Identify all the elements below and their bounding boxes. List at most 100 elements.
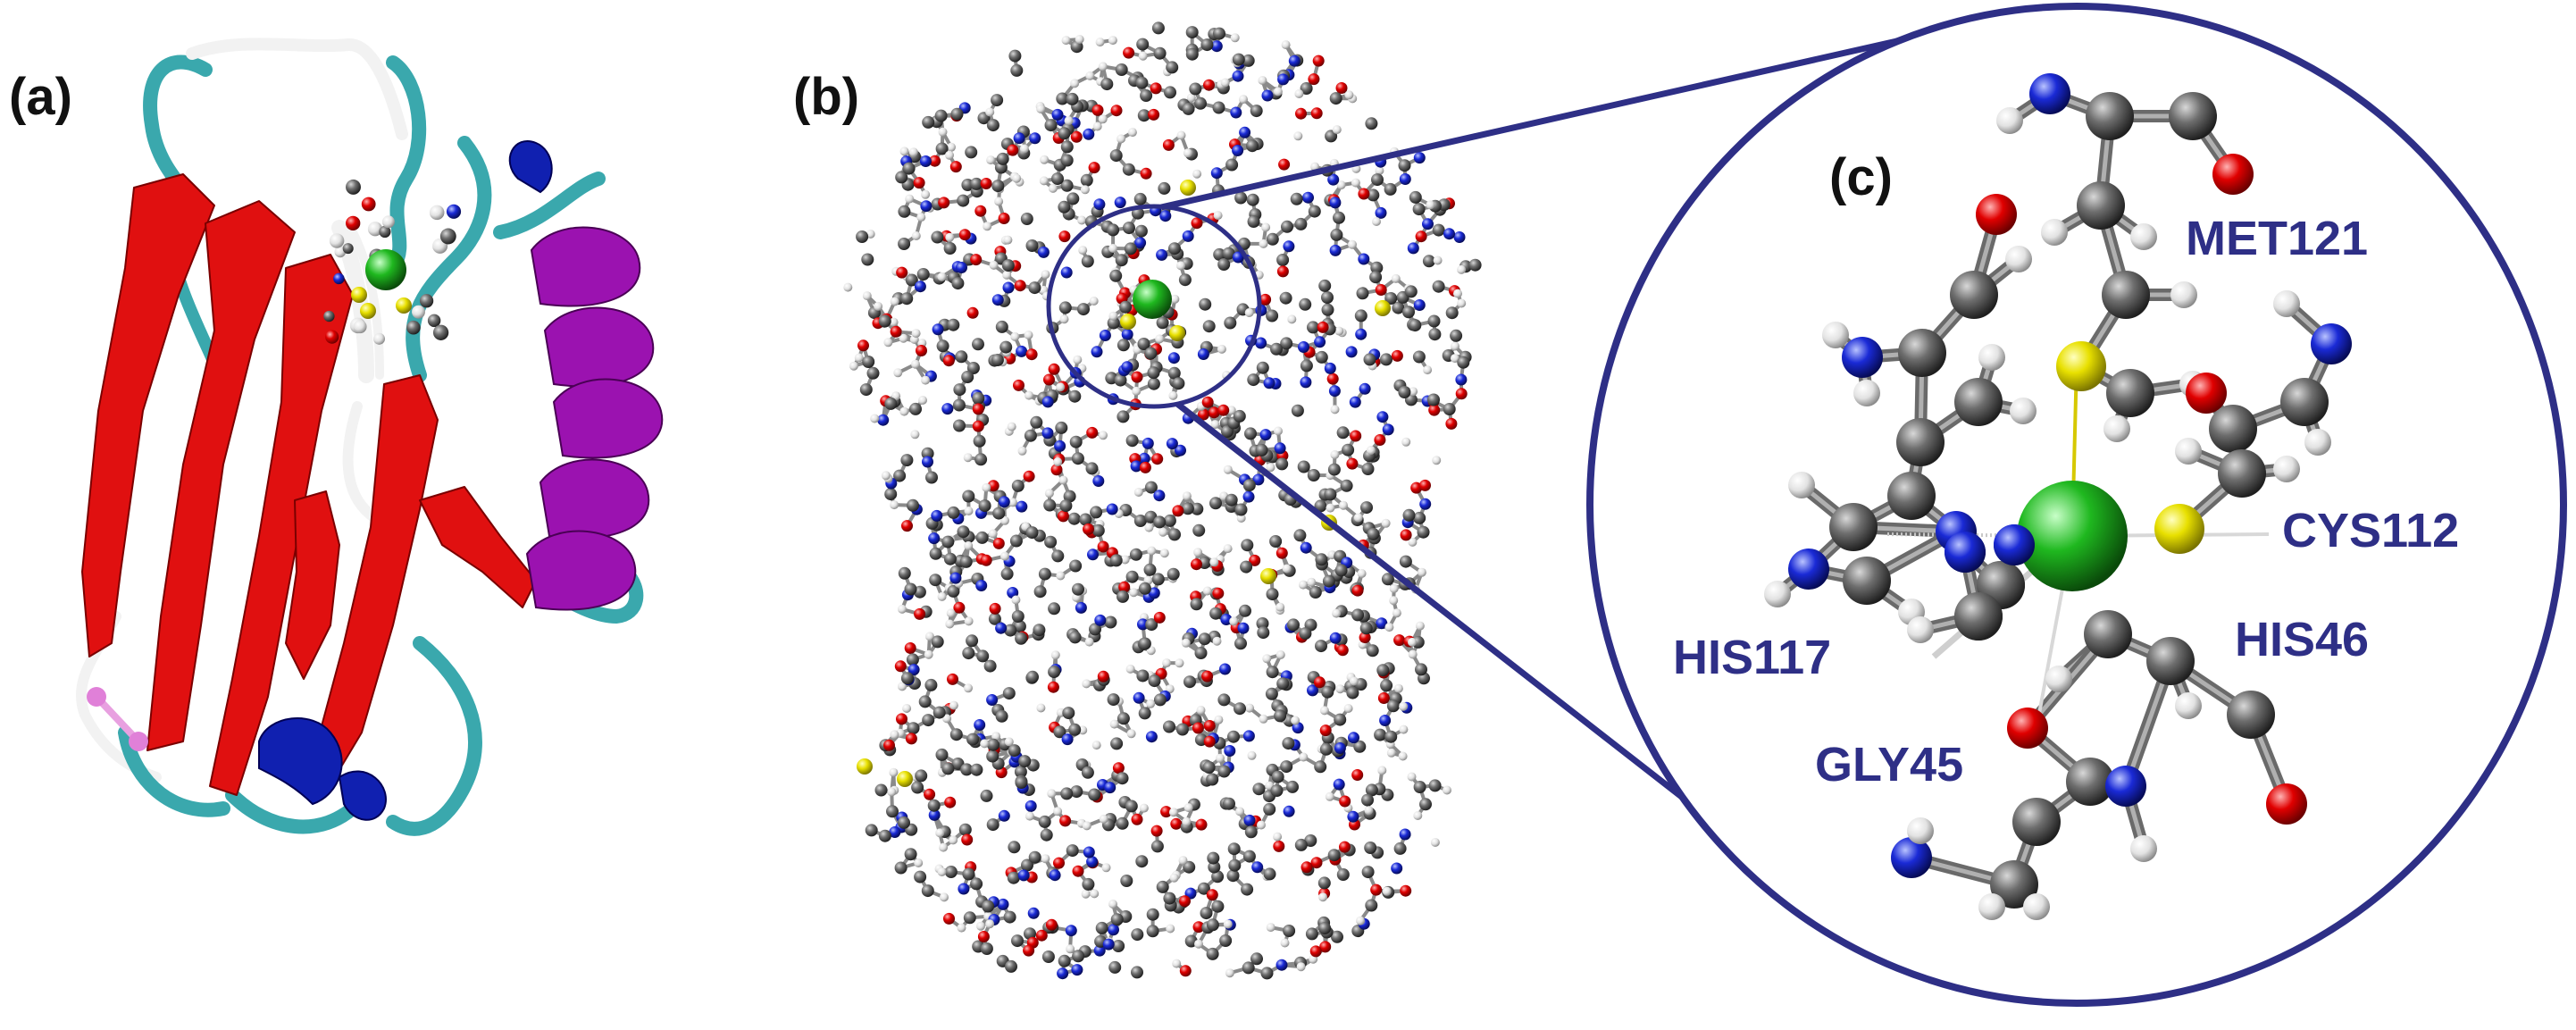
atom (1312, 54, 1325, 67)
residue-label-his46: HIS46 (2235, 613, 2369, 666)
atom (1002, 687, 1016, 700)
atom (1282, 564, 1292, 574)
atom (353, 320, 367, 334)
atom (913, 177, 925, 189)
atom (1455, 388, 1468, 400)
atom (1109, 269, 1123, 282)
atom (1059, 499, 1073, 513)
atom (1398, 159, 1411, 172)
atom (1013, 379, 1025, 391)
atom (1053, 457, 1063, 466)
atom (1319, 941, 1332, 953)
atom (1221, 425, 1234, 438)
atom (884, 397, 898, 410)
atom (432, 324, 449, 340)
atom (1361, 463, 1375, 475)
nitrogen-atom (2029, 73, 2070, 114)
atom (1135, 76, 1149, 89)
atom (1358, 253, 1370, 265)
atom (1389, 596, 1399, 606)
beta-strand (81, 173, 215, 657)
atom (992, 537, 1005, 549)
atom (1399, 701, 1409, 711)
atom (1045, 918, 1058, 931)
atom (1178, 856, 1188, 866)
atom (1053, 807, 1063, 816)
atom (1419, 798, 1432, 811)
atom (1283, 240, 1295, 253)
atom (874, 301, 883, 311)
atom (1150, 840, 1164, 853)
atom (1333, 211, 1345, 224)
atom (1056, 382, 1066, 392)
atom (950, 107, 964, 121)
atom (959, 555, 973, 568)
atom (916, 213, 926, 222)
atom (1294, 838, 1308, 851)
atom (1056, 571, 1066, 581)
atom (900, 292, 914, 306)
atom (1168, 242, 1181, 255)
atom (1365, 899, 1378, 912)
atom (1333, 778, 1345, 791)
atom (1408, 537, 1418, 547)
atom (1393, 683, 1403, 693)
atom (1066, 192, 1080, 205)
atom (931, 635, 944, 649)
atom (1409, 190, 1422, 204)
atom (931, 509, 943, 522)
atom (1010, 63, 1024, 77)
atom (1199, 297, 1212, 311)
atom (1359, 632, 1371, 644)
atom (1457, 298, 1467, 308)
atom (1008, 498, 1017, 507)
atom (1287, 314, 1297, 324)
atom (1210, 420, 1220, 430)
carbon-atom (1896, 418, 1945, 466)
atom (1191, 558, 1202, 571)
active-site-highlight-circle (1046, 204, 1262, 409)
atom (1353, 513, 1363, 523)
coil-loop (386, 636, 482, 836)
atom (907, 722, 920, 735)
atom (1117, 590, 1129, 603)
atom (1276, 265, 1289, 278)
atom (1230, 106, 1242, 119)
atom (1217, 765, 1231, 778)
atom (904, 642, 916, 654)
atom (1247, 750, 1257, 760)
atom (1058, 954, 1071, 967)
atom (1428, 328, 1442, 341)
atom (1201, 670, 1214, 682)
zoom-connector-lines (1160, 16, 1993, 860)
atom (918, 695, 932, 708)
atom (1299, 752, 1309, 762)
atom (1329, 92, 1342, 105)
carbon-atom (2084, 610, 2132, 658)
atom (1193, 548, 1203, 557)
atom (1219, 934, 1233, 947)
atom (1117, 410, 1130, 423)
atom (1051, 172, 1064, 186)
hydrogen-atom (2130, 835, 2157, 862)
atom (1346, 457, 1359, 470)
atom (1360, 501, 1373, 515)
atom (922, 456, 933, 468)
atom (1011, 610, 1025, 623)
atom (1101, 863, 1111, 873)
atom (1451, 341, 1459, 351)
atom (381, 215, 395, 229)
atom (995, 320, 1008, 333)
atom (1059, 314, 1069, 324)
atom (1234, 191, 1248, 205)
atom (1453, 289, 1462, 298)
atom (947, 142, 956, 152)
atom (1351, 178, 1360, 188)
atom (1210, 167, 1223, 180)
atom (1212, 101, 1225, 114)
atom (1051, 549, 1065, 563)
hydrogen-atom (2023, 893, 2050, 920)
atom (972, 391, 985, 405)
atom (1401, 437, 1411, 447)
atom (1453, 231, 1466, 243)
